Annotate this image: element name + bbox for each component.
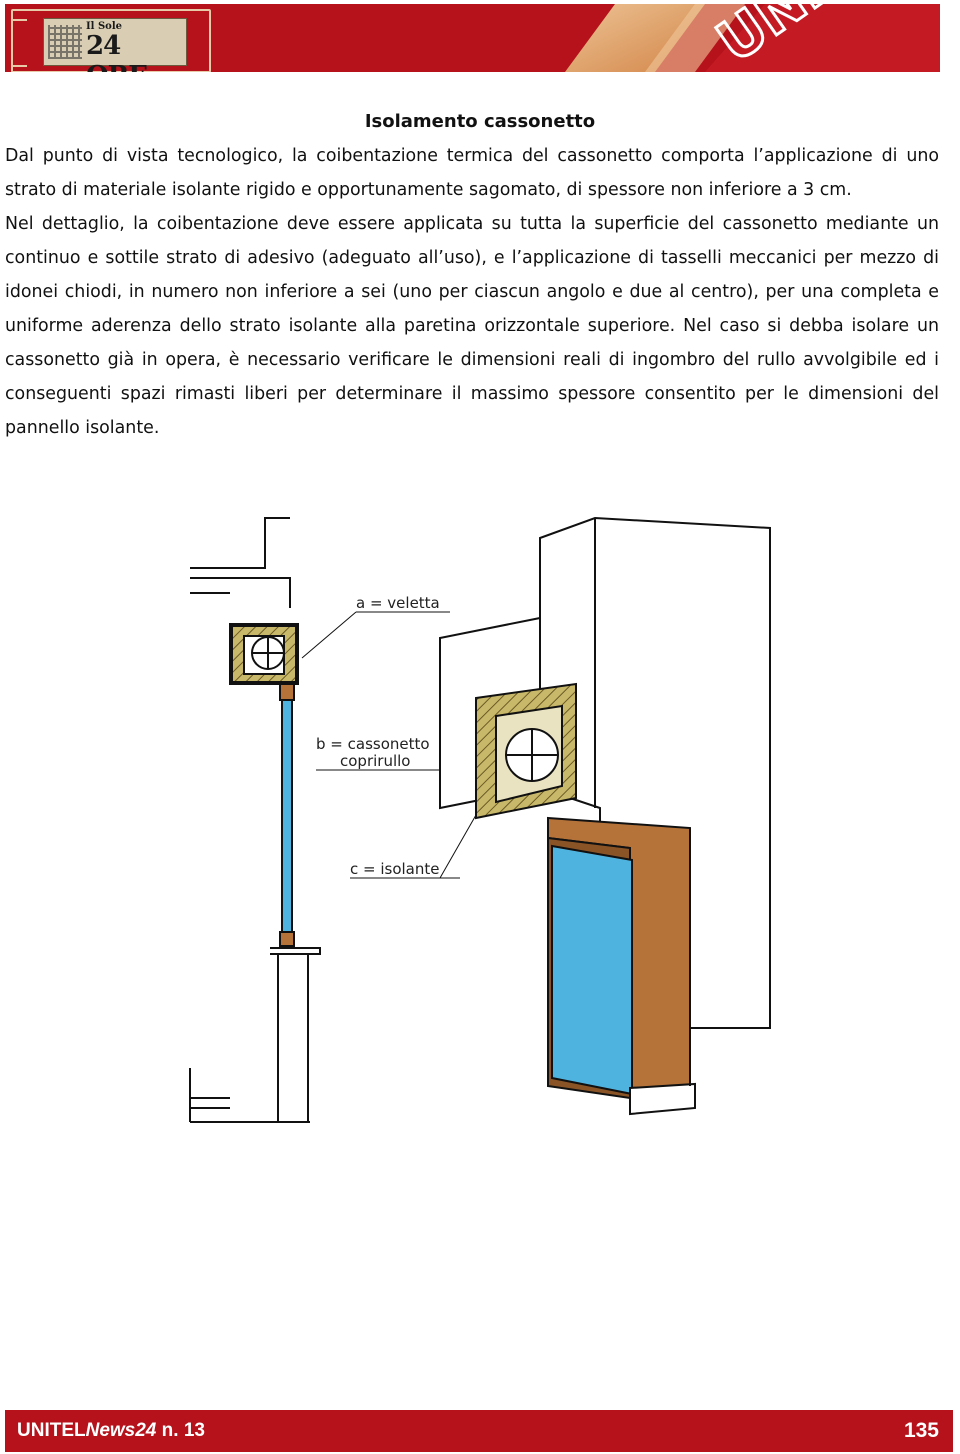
axonometric-drawing	[439, 516, 771, 1116]
logo-small-text: Il Sole	[86, 21, 123, 32]
logo-big-text: 24 ORE	[86, 31, 148, 72]
section-drawing	[189, 517, 321, 1123]
article-body: Dal punto di vista tecnologico, la coibe…	[5, 139, 939, 445]
footer-issue: n. 13	[156, 1420, 205, 1441]
label-c: c = isolante	[350, 807, 481, 879]
footer-publication: UNITELNews24 n. 13	[17, 1420, 205, 1442]
logo-frame	[11, 9, 211, 72]
page-number: 135	[903, 1419, 939, 1442]
page-title: Isolamento cassonetto	[364, 111, 596, 132]
label-b-text-line2: coprirullo	[340, 752, 410, 770]
label-b-text-line1: b = cassonetto	[316, 735, 430, 753]
label-a: a = veletta	[301, 594, 450, 659]
cassonetto-diagram: a = veletta b = cassonetto coprirullo c …	[189, 516, 771, 1123]
sole-24-ore-logo: Il Sole 24 ORE	[43, 18, 187, 72]
footer-brand: UNITEL	[17, 1420, 86, 1441]
logo-grid-icon	[48, 25, 82, 59]
header-banner: Il Sole 24 ORE UNITEL	[5, 4, 940, 72]
footer-bar: UNITELNews24 n. 13 135	[5, 1410, 953, 1452]
label-a-text: a = veletta	[356, 594, 440, 612]
paragraph-2: Nel dettaglio, la coibentazione deve ess…	[5, 214, 939, 438]
footer-brand-italic: News24	[85, 1420, 157, 1441]
unitel-watermark: UNITEL	[565, 4, 940, 72]
label-c-text: c = isolante	[350, 860, 440, 878]
paragraph-1: Dal punto di vista tecnologico, la coibe…	[5, 146, 939, 200]
